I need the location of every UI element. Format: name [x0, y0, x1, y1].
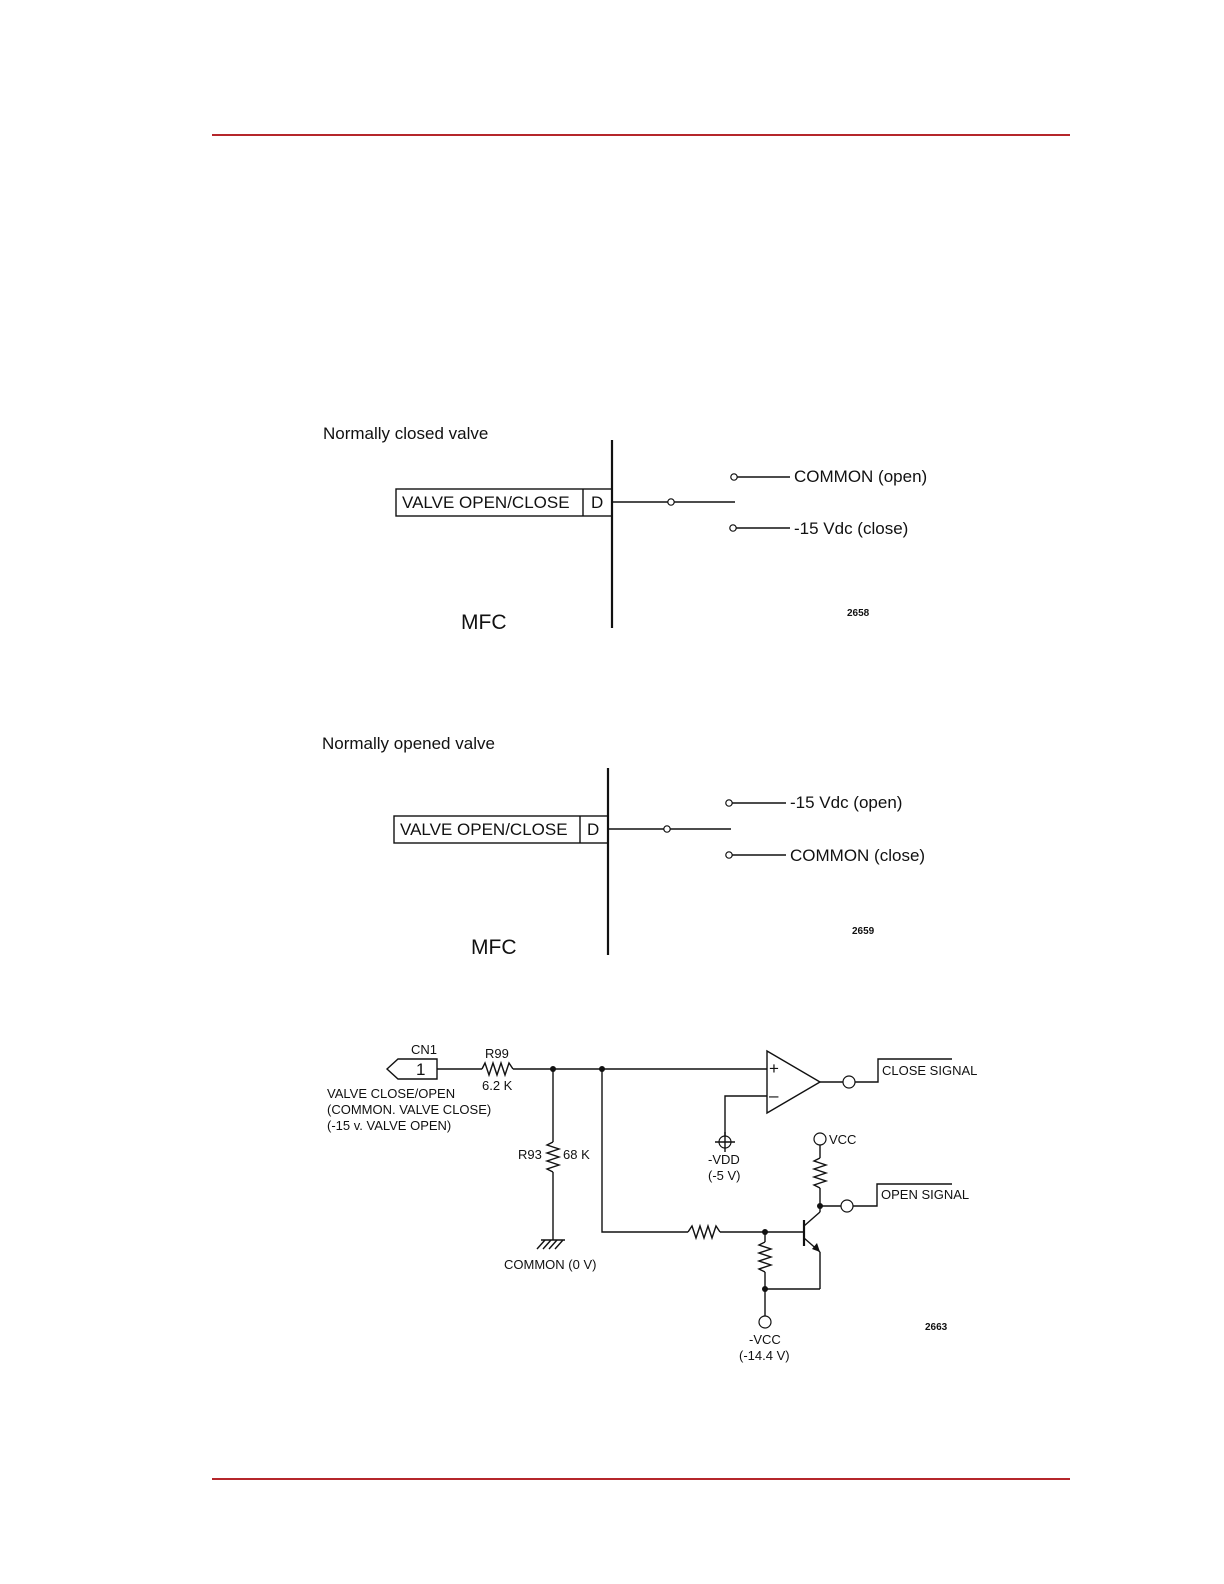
footer-rule [212, 1478, 1070, 1480]
contact-bottom [725, 851, 733, 859]
ground-label: COMMON (0 V) [504, 1257, 596, 1272]
pin-label: D [591, 493, 603, 512]
opamp-plus: + [769, 1059, 779, 1078]
opamp-comparator-icon [766, 1049, 822, 1115]
input-desc-line1: VALVE CLOSE/OPEN [327, 1086, 455, 1101]
pin-label: D [587, 820, 599, 839]
switch-pivot [663, 825, 671, 833]
resistor-bias-icon [756, 1241, 774, 1273]
connector-label: CN1 [411, 1042, 437, 1057]
close-signal-line [855, 1058, 952, 1083]
figure-code: 2659 [852, 926, 875, 937]
opamp-minus: – [769, 1086, 779, 1105]
close-signal-terminal [842, 1075, 856, 1089]
contact-bottom [729, 524, 737, 532]
transistor-icon [802, 1211, 821, 1253]
vcc-label: VCC [829, 1132, 856, 1147]
r93-name: R93 [518, 1147, 542, 1162]
option-top-label: -15 Vdc (open) [790, 793, 902, 812]
open-signal-label: OPEN SIGNAL [881, 1187, 969, 1202]
resistor-pullup-icon [811, 1157, 829, 1189]
vdd-value: (-5 V) [708, 1168, 741, 1183]
box-label: VALVE OPEN/CLOSE [402, 493, 570, 512]
open-signal-terminal [840, 1199, 854, 1213]
resistor-base-icon [687, 1223, 721, 1241]
close-signal-label: CLOSE SIGNAL [882, 1063, 977, 1078]
connector-cn1-icon [385, 1058, 438, 1080]
diagram1-title: Normally closed valve [323, 424, 488, 443]
input-desc-line2: (COMMON. VALVE CLOSE) [327, 1102, 491, 1117]
diagram2-title: Normally opened valve [322, 734, 495, 753]
mfc-label: MFC [471, 936, 517, 959]
normally-opened-diagram: Normally opened valve VALVE OPEN/CLOSE D… [322, 734, 925, 959]
switch-pivot [667, 498, 675, 506]
box-label: VALVE OPEN/CLOSE [400, 820, 568, 839]
normally-closed-diagram: Normally closed valve VALVE OPEN/CLOSE D… [323, 424, 927, 634]
nvcc-value: (-14.4 V) [739, 1348, 790, 1363]
figure-code: 2663 [925, 1322, 948, 1333]
figure-code: 2658 [847, 608, 870, 619]
ground-icon [536, 1239, 565, 1250]
nvcc-label: -VCC [749, 1332, 781, 1347]
open-signal-line [853, 1183, 952, 1207]
vdd-label: -VDD [708, 1152, 740, 1167]
resistor-r93-icon [544, 1141, 562, 1173]
contact-top [725, 799, 733, 807]
junction-dot [762, 1286, 768, 1292]
header-rule [212, 134, 1070, 136]
valve-control-circuit: CN1 1 VALVE CLOSE/OPEN (COMMON. VALVE CL… [327, 1042, 977, 1363]
r99-name: R99 [485, 1046, 509, 1061]
wire [724, 1095, 767, 1140]
wire [601, 1069, 688, 1233]
option-bottom-label: COMMON (close) [790, 846, 925, 865]
r99-value: 6.2 K [482, 1078, 513, 1093]
vcc-terminal [813, 1132, 827, 1146]
input-desc-line3: (-15 v. VALVE OPEN) [327, 1118, 451, 1133]
option-bottom-label: -15 Vdc (close) [794, 519, 908, 538]
r93-value: 68 K [563, 1147, 590, 1162]
resistor-r99-icon [481, 1060, 514, 1078]
mfc-label: MFC [461, 611, 507, 634]
nvcc-terminal [758, 1315, 772, 1329]
option-top-label: COMMON (open) [794, 467, 927, 486]
vdd-terminal-icon [715, 1132, 735, 1152]
contact-top [730, 473, 738, 481]
connector-pin-number: 1 [416, 1060, 425, 1079]
